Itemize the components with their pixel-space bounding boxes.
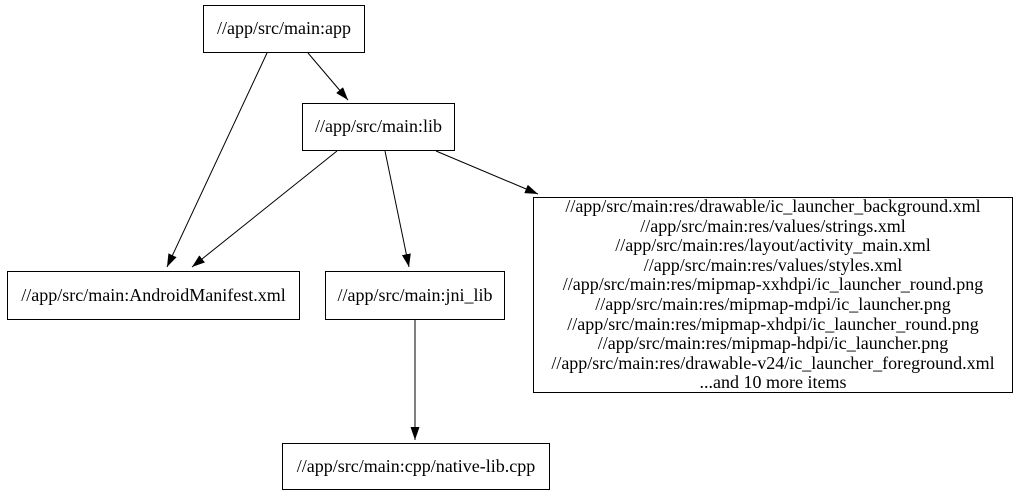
node-jni-lib-label: //app/src/main:jni_lib <box>337 284 493 305</box>
node-lib: //app/src/main:lib <box>302 103 455 151</box>
resource-item: //app/src/main:res/mipmap-hdpi/ic_launch… <box>597 333 949 354</box>
resource-item: //app/src/main:res/mipmap-xhdpi/ic_launc… <box>567 313 979 334</box>
edge-lib-to-manifest <box>191 150 338 268</box>
resource-item: //app/src/main:res/mipmap-xxhdpi/ic_laun… <box>562 274 984 295</box>
node-native-lib-cpp: //app/src/main:cpp/native-lib.cpp <box>282 443 550 490</box>
node-app-label: //app/src/main:app <box>217 18 351 39</box>
resource-more-items: ...and 10 more items <box>699 372 847 393</box>
node-android-manifest: //app/src/main:AndroidManifest.xml <box>7 271 300 320</box>
node-resources-group: //app/src/main:res/drawable/ic_launcher_… <box>533 196 1013 393</box>
resource-item: //app/src/main:res/values/styles.xml <box>643 254 903 275</box>
edge-app-to-lib <box>307 52 349 101</box>
node-lib-label: //app/src/main:lib <box>315 116 442 137</box>
resource-item: //app/src/main:res/layout/activity_main.… <box>615 235 931 256</box>
node-jni-lib: //app/src/main:jni_lib <box>325 271 505 320</box>
edge-lib-to-jni-lib <box>384 150 411 268</box>
node-native-lib-cpp-label: //app/src/main:cpp/native-lib.cpp <box>296 455 536 476</box>
resource-item: //app/src/main:res/mipmap-mdpi/ic_launch… <box>595 294 951 314</box>
node-android-manifest-label: //app/src/main:AndroidManifest.xml <box>21 284 286 305</box>
resource-item: //app/src/main:res/drawable/ic_launcher_… <box>565 196 981 217</box>
edge-app-to-manifest <box>166 52 268 268</box>
node-app: //app/src/main:app <box>203 5 365 53</box>
edge-lib-to-resources <box>435 150 539 195</box>
resource-item: //app/src/main:res/drawable-v24/ic_launc… <box>551 352 995 373</box>
resource-item: //app/src/main:res/values/strings.xml <box>640 215 906 236</box>
